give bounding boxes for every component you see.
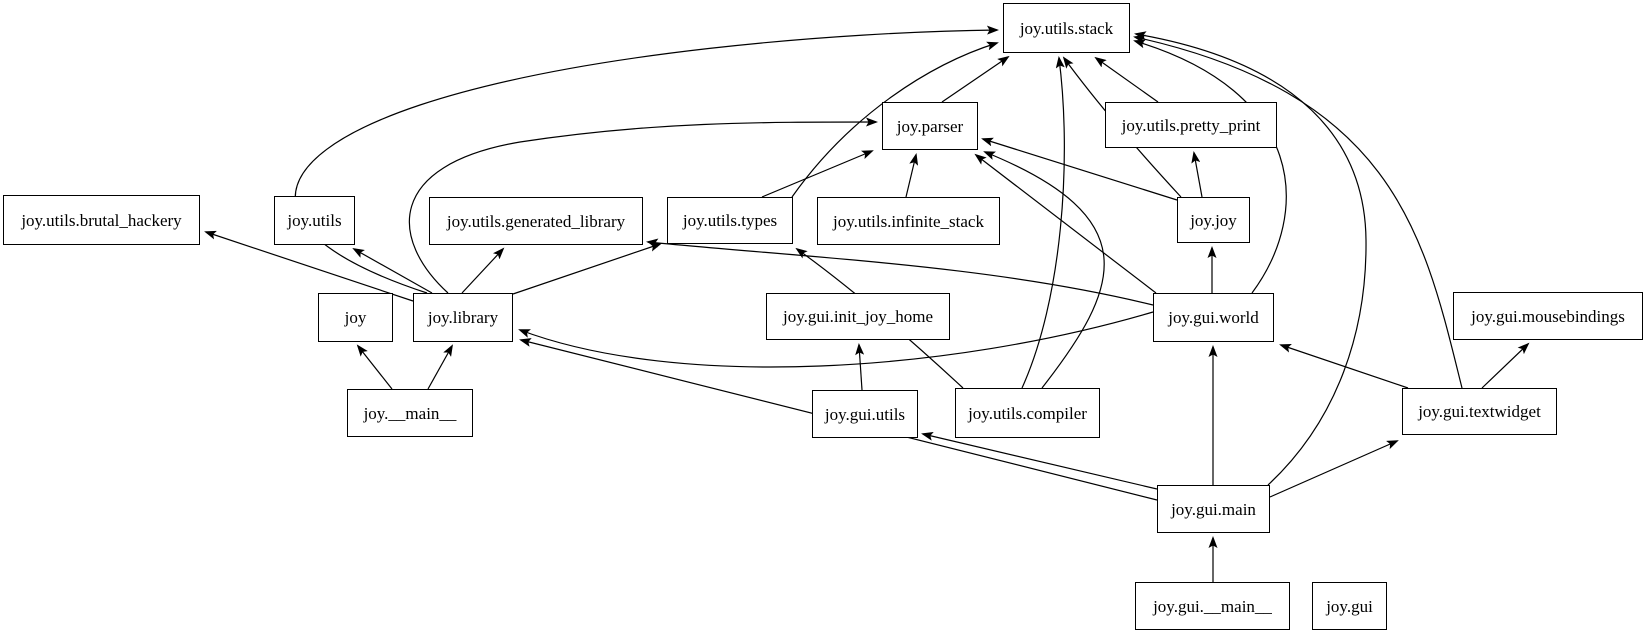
edge-joy.utils.compiler-to-joy.utils.stack [1021,56,1065,389]
node-joy-gui-world[interactable]: joy.gui.world [1153,293,1274,342]
node-joy-utils-stack[interactable]: joy.utils.stack [1003,3,1130,53]
node-joy-utils-infinite-stack[interactable]: joy.utils.infinite_stack [817,197,1000,245]
edge-joy.library-to-joy.utils.generated_library [461,247,505,294]
edge-joy.library-to-joy.utils.brutal_hackery [204,230,414,302]
node-joy-gui-mousebindings[interactable]: joy.gui.mousebindings [1453,292,1643,340]
edge-joy.gui.main-to-joy.utils.stack [1134,31,1367,486]
edge-joy.joy-to-joy.parser [981,137,1178,201]
node-joy-utils[interactable]: joy.utils [274,196,355,245]
edge-joy.__main__-to-joy [356,344,393,390]
node-joy-utils-generated-library[interactable]: joy.utils.generated_library [429,197,643,245]
edge-joy.gui.textwidget-to-joy.gui.mousebindings [1481,342,1530,389]
node-joy-library[interactable]: joy.library [413,293,513,342]
node-joy-parser[interactable]: joy.parser [882,102,978,150]
node-joy-utils-types[interactable]: joy.utils.types [667,197,793,244]
edge-joy.parser-to-joy.utils.stack [941,55,1010,103]
node-joy-utils-compiler[interactable]: joy.utils.compiler [955,388,1100,438]
edge-joy.gui.world-to-joy.library [518,311,1154,368]
edge-joy.gui.textwidget-to-joy.gui.world [1279,343,1409,389]
node-joy-main[interactable]: joy.__main__ [347,389,473,437]
node-joy-gui-main[interactable]: joy.gui.main [1157,485,1270,533]
edge-joy.gui.world-to-joy.parser [974,153,1157,294]
node-joy-gui-main[interactable]: joy.gui.__main__ [1135,582,1290,630]
edge-joy.library-to-joy.parser [408,117,878,294]
edge-joy.gui.world-to-joy.utils.stack [1133,39,1287,294]
edge-joy.utils.infinite_stack-to-joy.parser [905,153,919,198]
edge-joy.joy-to-joy.utils.pretty_print [1191,151,1203,198]
node-joy[interactable]: joy [318,293,393,342]
edge-joy.utils.types-to-joy.parser [761,150,874,198]
node-joy-joy[interactable]: joy.joy [1177,197,1250,243]
edge-joy.utils.compiler-to-joy.parser [983,151,1105,389]
edge-joy.library-to-joy.utils.stack [294,25,999,294]
edge-joy.__main__-to-joy.library [427,344,453,390]
node-joy-gui-init-joy-home[interactable]: joy.gui.init_joy_home [766,293,950,340]
edge-joy.library-to-joy.utils.types [512,242,662,295]
edge-joy.gui.textwidget-to-joy.utils.stack [1133,34,1463,389]
edge-joy.gui.utils-to-joy.gui.init_joy_home [855,343,865,391]
edge-joy.utils.types-to-joy.utils.stack [791,41,999,198]
node-joy-gui-textwidget[interactable]: joy.gui.textwidget [1402,388,1557,435]
node-joy-gui-utils[interactable]: joy.gui.utils [812,390,918,438]
node-joy-utils-pretty-print[interactable]: joy.utils.pretty_print [1105,102,1277,148]
edge-joy.gui.main-to-joy.gui.utils [921,431,1158,490]
node-joy-utils-brutal-hackery[interactable]: joy.utils.brutal_hackery [3,195,200,245]
edge-joy.library-to-joy.utils [352,248,433,294]
edge-joy.utils.pretty_print-to-joy.utils.stack [1094,56,1159,103]
edge-joy.gui.world-to-joy.utils.generated_library [646,238,1154,306]
edge-joy.gui.main-to-joy.gui.textwidget [1269,440,1399,498]
node-joy-gui[interactable]: joy.gui [1312,582,1387,630]
